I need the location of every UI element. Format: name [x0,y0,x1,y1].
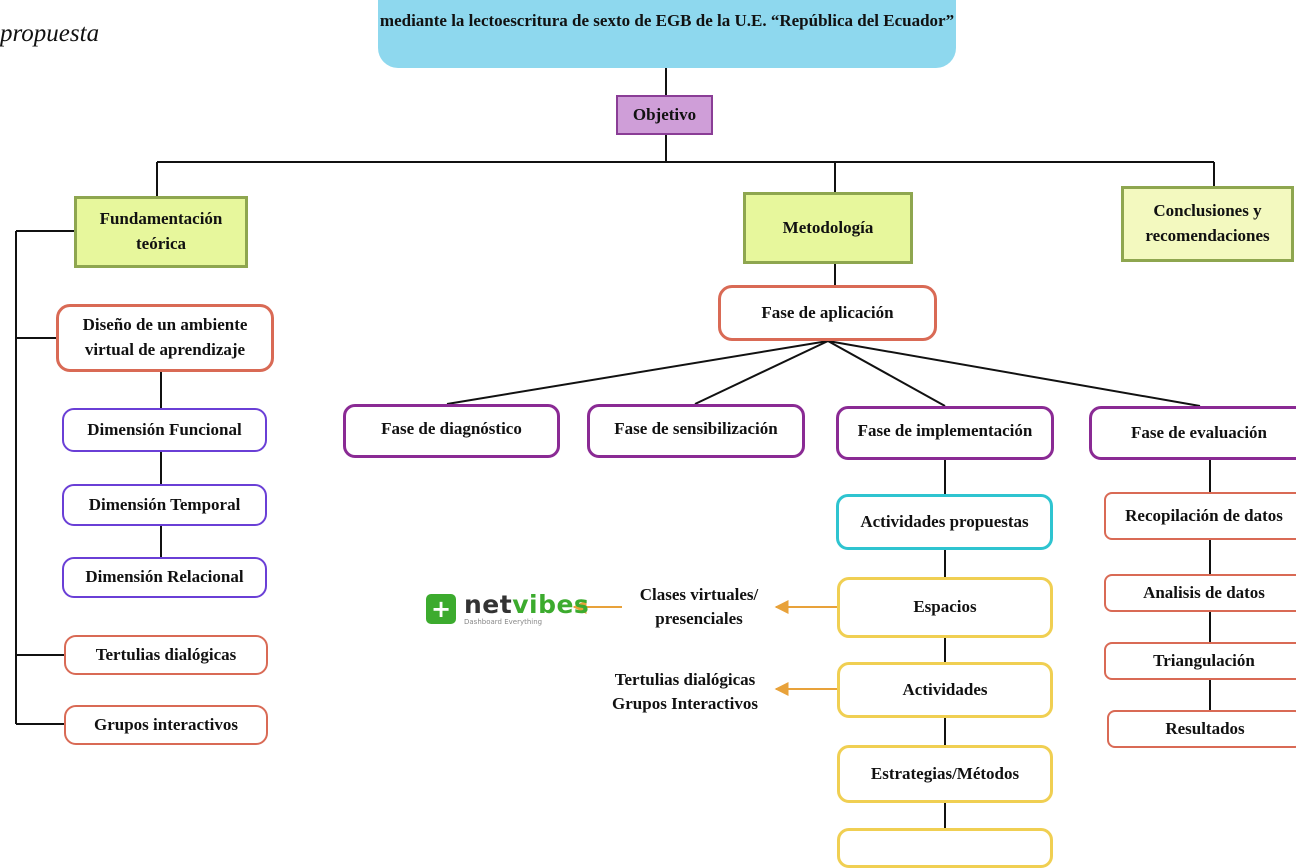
plus-icon: + [426,594,456,624]
diagram-title: mediante la lectoescritura de sexto de E… [378,0,956,68]
logo-name-net: net [464,590,513,619]
objetivo-node: Objetivo [616,95,713,135]
espacios-node: Espacios [837,577,1053,638]
dimension-temporal-node: Dimensión Temporal [62,484,267,526]
triangulacion-node: Triangulación [1104,642,1296,680]
fase-evaluacion-node: Fase de evaluación [1089,406,1296,460]
grupos-interactivos-node: Grupos interactivos [64,705,268,745]
clases-virtuales-note: Clases virtuales/ presenciales [639,585,759,628]
recopilacion-datos-node: Recopilación de datos [1104,492,1296,540]
figure-caption: propuesta [0,20,100,47]
cut-off-node [837,828,1053,868]
fase-sensibilizacion-node: Fase de sensibilización [587,404,805,458]
analisis-datos-node: Analisis de datos [1104,574,1296,612]
fase-implementacion-node: Fase de implementación [836,406,1054,460]
fase-diagnostico-node: Fase de diagnóstico [343,404,560,458]
connector-lines [15,68,1215,830]
metodologia-node: Metodología [743,192,913,264]
netvibes-logo: + netvibes Dashboard Everything [426,592,589,626]
resultados-node: Resultados [1107,710,1296,748]
logo-name-vibes: vibes [512,590,590,619]
actividades-node: Actividades [837,662,1053,718]
fundamentacion-teorica-node: Fundamentación teórica [74,196,248,268]
tertulias-note-line: Tertulias dialógicas [614,670,756,689]
estrategias-metodos-node: Estrategias/Métodos [837,745,1053,803]
conclusiones-node: Conclusiones y recomendaciones [1121,186,1294,262]
grupos-note-line: Grupos Interactivos [612,693,758,713]
logo-tagline: Dashboard Everything [464,618,543,626]
tertulias-grupos-note: Tertulias dialógicas Grupos Interactivos [585,668,785,716]
dimension-relacional-node: Dimensión Relacional [62,557,267,598]
actividades-propuestas-node: Actividades propuestas [836,494,1053,550]
ambiente-virtual-node: Diseño de un ambiente virtual de aprendi… [56,304,274,372]
tertulias-dialogicas-node: Tertulias dialógicas [64,635,268,675]
dimension-funcional-node: Dimensión Funcional [62,408,267,452]
fase-aplicacion-node: Fase de aplicación [718,285,937,341]
